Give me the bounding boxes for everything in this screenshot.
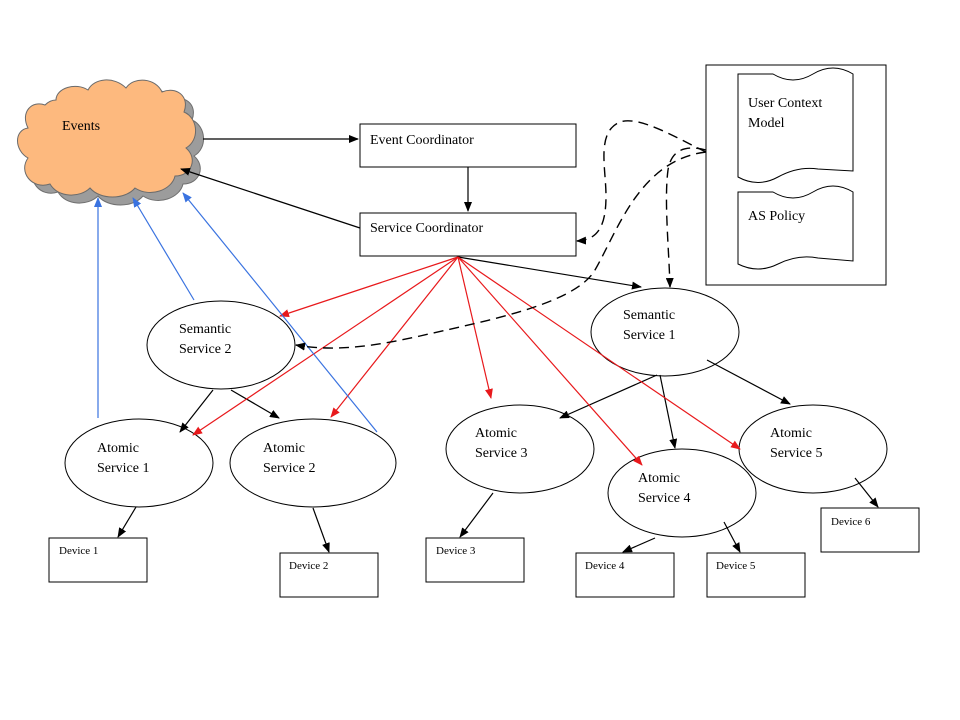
black-edges (117, 135, 879, 553)
service-coordinator-label: Service Coordinator (370, 221, 483, 236)
atomic-service-4-line2: Service 4 (638, 491, 690, 506)
edge-atomic-5-to-device-6 (854, 477, 879, 508)
device-5-label: Device 5 (716, 560, 756, 572)
red-edges (192, 256, 741, 466)
device-4: Device 4 (575, 552, 675, 598)
edge-semantic-2-to-atomic-1 (179, 389, 214, 433)
events-cloud-shape (17, 79, 196, 198)
edge-semantic-1-to-atomic-3 (559, 374, 658, 419)
semantic-service-1-line2: Service 1 (623, 328, 675, 343)
edge-service-coordinator-to-events (180, 168, 361, 229)
device-5: Device 5 (706, 552, 806, 598)
user-context-model-line2: Model (748, 116, 785, 131)
device-6-label: Device 6 (831, 516, 871, 528)
edge-atomic-2-to-device-2 (312, 507, 330, 553)
atomic-service-3: Atomic Service 3 (445, 404, 595, 494)
semantic-service-2-line2: Service 2 (179, 342, 231, 357)
semantic-service-1: Semantic Service 1 (590, 287, 740, 377)
device-3: Device 3 (425, 537, 525, 583)
edge-atomic-1-to-device-1 (117, 506, 137, 538)
atomic-service-4: Atomic Service 4 (607, 448, 757, 538)
device-6: Device 6 (820, 507, 920, 553)
atomic-service-5-line1: Atomic (770, 426, 812, 441)
atomic-service-5: Atomic Service 5 (738, 404, 888, 494)
atomic-service-4-line1: Atomic (638, 471, 680, 486)
blue-edges (94, 192, 378, 433)
atomic-service-1-line2: Service 1 (97, 461, 149, 476)
device-1: Device 1 (48, 537, 148, 583)
service-coordinator-box: Service Coordinator (359, 212, 577, 257)
semantic-service-2: Semantic Service 2 (146, 300, 296, 390)
semantic-service-1-line1: Semantic (623, 308, 675, 323)
edge-red-to-atomic-5 (457, 256, 741, 450)
edge-service-coordinator-to-semantic-1 (457, 256, 642, 290)
event-coordinator-box: Event Coordinator (359, 123, 577, 168)
edge-red-to-atomic-4 (457, 256, 643, 466)
atomic-service-2-line1: Atomic (263, 441, 305, 456)
edge-blue-semantic-2-to-events (132, 197, 195, 301)
dashed-edges (295, 120, 707, 351)
device-3-label: Device 3 (436, 545, 476, 557)
edge-atomic-3-to-device-3 (459, 492, 494, 538)
edge-red-to-atomic-3 (457, 256, 493, 399)
edge-semantic-1-to-atomic-5 (706, 359, 791, 405)
edge-red-to-atomic-1 (192, 256, 459, 436)
edge-atomic-4-to-device-5 (723, 521, 741, 553)
atomic-service-1-line1: Atomic (97, 441, 139, 456)
edge-dashed-context-to-semantic-1 (665, 147, 707, 288)
atomic-service-1: Atomic Service 1 (64, 418, 214, 508)
edge-red-to-atomic-2 (330, 256, 459, 418)
as-policy-label: AS Policy (748, 209, 805, 224)
as-policy-document (737, 185, 854, 270)
device-1-label: Device 1 (59, 545, 98, 557)
events-cloud: Events (17, 79, 204, 206)
atomic-service-2-line2: Service 2 (263, 461, 315, 476)
context-policy-panel: User Context Model AS Policy (705, 64, 887, 286)
semantic-service-2-line1: Semantic (179, 322, 231, 337)
user-context-model-document (737, 67, 854, 183)
atomic-service-3-line2: Service 3 (475, 446, 527, 461)
event-coordinator-label: Event Coordinator (370, 133, 474, 148)
device-2-label: Device 2 (289, 560, 328, 572)
events-label: Events (62, 119, 100, 134)
edge-blue-atomic-2-to-events (182, 192, 378, 433)
edge-semantic-1-to-atomic-4 (659, 374, 678, 449)
edge-semantic-2-to-atomic-2 (230, 389, 280, 419)
atomic-service-3-line1: Atomic (475, 426, 517, 441)
edge-dashed-context-to-service-coordinator (576, 120, 707, 245)
atomic-service-2: Atomic Service 2 (229, 418, 397, 508)
user-context-model-line1: User Context (748, 96, 822, 111)
edge-red-to-semantic-2 (279, 256, 459, 317)
atomic-service-5-line2: Service 5 (770, 446, 822, 461)
edge-dashed-context-to-semantic-2 (295, 151, 707, 351)
device-4-label: Device 4 (585, 560, 625, 572)
edge-atomic-4-to-device-4 (622, 537, 656, 553)
device-2: Device 2 (279, 552, 379, 598)
